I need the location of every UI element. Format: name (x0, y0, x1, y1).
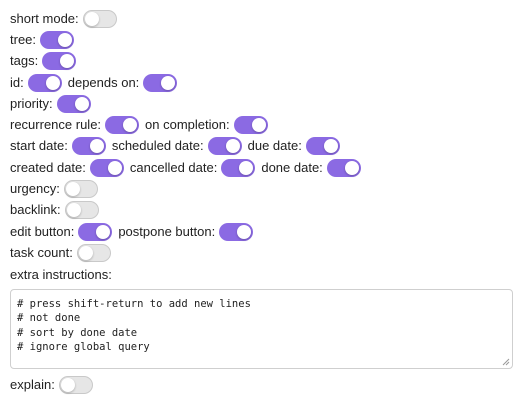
resize-handle-icon[interactable] (502, 358, 510, 366)
start-date-label: start date: (10, 138, 68, 154)
tree-toggle[interactable] (40, 30, 75, 49)
toggle-knob (96, 224, 111, 239)
id-toggle[interactable] (27, 73, 62, 92)
row-task-count: task count: (10, 242, 515, 263)
task-count-label: task count: (10, 244, 73, 260)
row-recurrence: recurrence rule: on completion: (10, 114, 515, 135)
toggle-knob (84, 11, 99, 26)
priority-label: priority: (10, 95, 53, 111)
field-explain: explain: (10, 376, 93, 395)
tags-label: tags: (10, 53, 39, 69)
extra-instructions-textarea[interactable] (11, 289, 512, 368)
toggle-knob (89, 139, 104, 154)
field-task-count: task count: (10, 243, 111, 262)
row-short-mode: short mode: (10, 8, 515, 29)
tags-toggle[interactable] (42, 52, 77, 71)
extra-instructions-container (10, 288, 513, 369)
toggle-knob (60, 378, 75, 393)
cancelled-date-toggle[interactable] (221, 158, 256, 177)
recurrence-rule-label: recurrence rule: (10, 117, 102, 133)
postpone-button-label: postpone button: (118, 223, 216, 239)
toggle-knob (225, 139, 240, 154)
created-date-toggle[interactable] (89, 158, 124, 177)
recurrence-rule-toggle[interactable] (105, 116, 140, 135)
toggle-knob (66, 203, 81, 218)
urgency-label: urgency: (10, 181, 60, 197)
urgency-toggle[interactable] (63, 180, 98, 199)
short-mode-label: short mode: (10, 10, 79, 26)
toggle-knob (74, 96, 89, 111)
priority-toggle[interactable] (56, 94, 91, 113)
field-id: id: (10, 73, 62, 92)
toggle-knob (107, 160, 122, 175)
toggle-knob (161, 75, 176, 90)
short-mode-toggle[interactable] (82, 9, 117, 28)
backlink-toggle[interactable] (64, 201, 99, 220)
postpone-button-toggle[interactable] (219, 222, 254, 241)
field-urgency: urgency: (10, 180, 98, 199)
row-buttons: edit button: postpone button: (10, 221, 515, 242)
field-cancelled-date: cancelled date: (129, 158, 256, 177)
field-recurrence-rule: recurrence rule: (10, 116, 140, 135)
row-dates-2: created date: cancelled date: done date: (10, 157, 515, 178)
field-short-mode: short mode: (10, 9, 117, 28)
row-tree: tree: (10, 29, 515, 50)
done-date-label: done date: (261, 159, 323, 175)
depends-on-toggle[interactable] (143, 73, 178, 92)
explain-label: explain: (10, 377, 55, 393)
toggle-knob (58, 32, 73, 47)
field-on-completion: on completion: (145, 116, 268, 135)
field-tags: tags: (10, 52, 77, 71)
due-date-label: due date: (247, 138, 302, 154)
explain-toggle[interactable] (58, 376, 93, 395)
created-date-label: created date: (10, 159, 86, 175)
row-tags: tags: (10, 51, 515, 72)
scheduled-date-toggle[interactable] (207, 137, 242, 156)
field-scheduled-date: scheduled date: (111, 137, 242, 156)
extra-instructions-label-row: extra instructions: (10, 264, 515, 286)
toggle-knob (123, 118, 138, 133)
field-depends-on: depends on: (67, 73, 178, 92)
toggle-knob (251, 118, 266, 133)
start-date-toggle[interactable] (71, 137, 106, 156)
depends-on-label: depends on: (67, 74, 140, 90)
toggle-knob (237, 224, 252, 239)
done-date-toggle[interactable] (326, 158, 361, 177)
cancelled-date-label: cancelled date: (129, 159, 218, 175)
on-completion-toggle[interactable] (233, 116, 268, 135)
edit-button-label: edit button: (10, 223, 75, 239)
edit-button-toggle[interactable] (78, 222, 113, 241)
field-edit-button: edit button: (10, 222, 113, 241)
backlink-label: backlink: (10, 202, 61, 218)
field-done-date: done date: (261, 158, 361, 177)
field-postpone-button: postpone button: (118, 222, 254, 241)
id-label: id: (10, 74, 24, 90)
row-priority: priority: (10, 93, 515, 114)
toggle-knob (65, 182, 80, 197)
field-due-date: due date: (247, 137, 340, 156)
field-priority: priority: (10, 94, 91, 113)
on-completion-label: on completion: (145, 117, 230, 133)
toggle-knob (344, 160, 359, 175)
row-explain: explain: (10, 375, 515, 396)
field-backlink: backlink: (10, 201, 99, 220)
row-backlink: backlink: (10, 200, 515, 221)
toggle-knob (78, 245, 93, 260)
field-tree: tree: (10, 30, 75, 49)
task-count-toggle[interactable] (76, 243, 111, 262)
toggle-knob (239, 160, 254, 175)
scheduled-date-label: scheduled date: (111, 138, 204, 154)
due-date-toggle[interactable] (305, 137, 340, 156)
toggle-knob (323, 139, 338, 154)
field-created-date: created date: (10, 158, 124, 177)
row-dates-1: start date: scheduled date: due date: (10, 136, 515, 157)
row-urgency: urgency: (10, 178, 515, 199)
toggle-knob (45, 75, 60, 90)
row-id: id: depends on: (10, 72, 515, 93)
toggle-knob (60, 54, 75, 69)
field-start-date: start date: (10, 137, 106, 156)
tree-label: tree: (10, 31, 37, 47)
extra-instructions-label: extra instructions: (10, 266, 112, 282)
